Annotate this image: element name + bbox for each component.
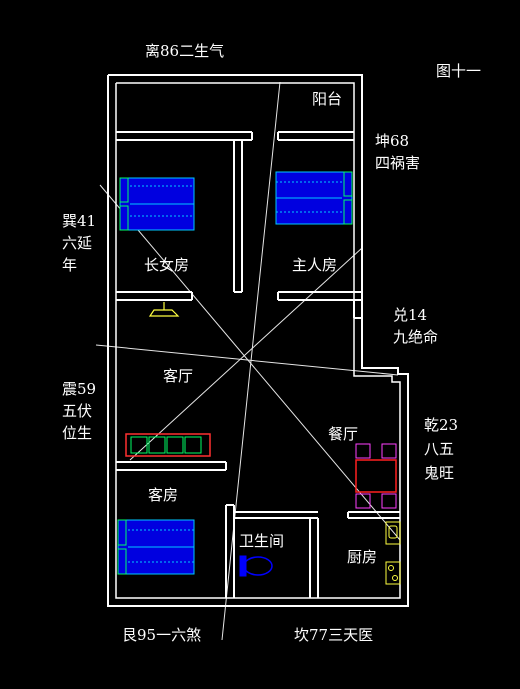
direction-east-1: 震59 [62,380,97,398]
room-living-room: 客厅 [163,367,194,385]
bedroom-walls [116,140,363,319]
direction-northwest-1: 乾23 [424,416,459,434]
direction-northwest-2: 八五 [424,440,455,458]
balcony-partition [116,131,354,141]
room-guest-room: 客房 [148,486,179,504]
toilet [239,555,273,577]
figure-label: 图十一 [436,62,482,80]
direction-east-3: 位生 [62,424,93,442]
room-eldest-daughter: 长女房 [144,256,190,274]
bed-eldest-daughter [119,177,195,231]
bed-guest [117,519,195,575]
direction-west-2: 九绝命 [393,328,439,346]
direction-northeast: 艮95一六煞 [122,626,202,644]
kitchen-fixtures [385,521,401,585]
direction-northwest-3: 鬼旺 [424,464,455,482]
bagua-lines [95,81,401,641]
outer-walls [107,74,409,607]
direction-south: 离86二生气 [145,42,225,60]
direction-east-2: 五伏 [62,402,93,420]
room-kitchen: 厨房 [347,548,378,566]
room-dining-room: 餐厅 [328,425,359,443]
direction-southwest-2: 四祸害 [375,154,421,172]
direction-north: 坎77三天医 [294,626,374,644]
bed-master [275,171,353,225]
direction-southeast-1: 巽41 [62,212,97,230]
dining-set [355,443,397,509]
lamp [148,302,180,317]
room-balcony: 阳台 [312,90,343,108]
room-bathroom: 卫生间 [239,532,285,550]
direction-west-1: 兑14 [393,306,428,324]
direction-southeast-2: 六延 [62,234,93,252]
direction-southwest-1: 坤68 [375,132,410,150]
room-master-bedroom: 主人房 [292,256,338,274]
direction-southeast-3: 年 [62,256,78,274]
sofa [125,433,211,457]
